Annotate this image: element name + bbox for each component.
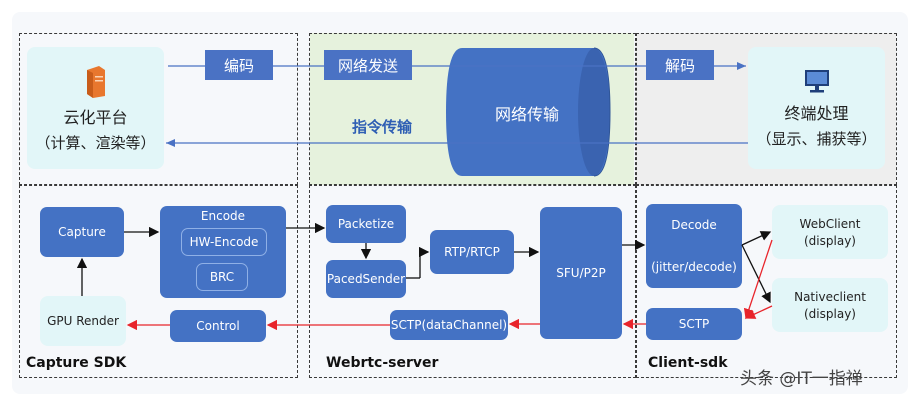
brc-box: BRC bbox=[196, 263, 248, 291]
rtp-rtcp-box: RTP/RTCP bbox=[430, 230, 514, 274]
network-region bbox=[309, 33, 636, 185]
nativeclient-sub: (display) bbox=[804, 306, 856, 321]
hw-encode-box: HW-Encode bbox=[181, 228, 267, 256]
capture-box: Capture bbox=[40, 207, 124, 257]
network-send-tag: 网络发送 bbox=[324, 50, 412, 80]
terminal-region bbox=[636, 33, 897, 185]
decode-label: Decode bbox=[671, 218, 717, 232]
nativeclient-label: Nativeclient bbox=[794, 289, 866, 304]
webclient-label: WebClient bbox=[799, 216, 861, 231]
monitor-icon bbox=[804, 69, 829, 92]
cloud-platform-label: 云化平台 bbox=[63, 107, 128, 127]
webclient-sub: (display) bbox=[804, 233, 856, 248]
terminal-box: 终端处理 （显示、捕获等） bbox=[748, 47, 885, 169]
terminal-sub: （显示、捕获等） bbox=[756, 129, 877, 148]
command-transfer-label: 指令传输 bbox=[352, 118, 413, 136]
encode-tag: 编码 bbox=[205, 50, 273, 80]
decode-tag: 解码 bbox=[646, 50, 714, 80]
sctp-box: SCTP bbox=[646, 308, 742, 340]
gpu-render-box: GPU Render bbox=[40, 296, 126, 346]
control-box: Control bbox=[170, 310, 266, 342]
webrtc-server-title: Webrtc-server bbox=[326, 355, 439, 371]
decode-box: Decode (jitter/decode) bbox=[646, 204, 742, 288]
encode-label: Encode bbox=[200, 209, 246, 223]
network-transfer-label: 网络传输 bbox=[494, 105, 559, 124]
packetize-box: Packetize bbox=[326, 205, 406, 243]
webrtc-server-region bbox=[309, 185, 636, 378]
capture-sdk-region bbox=[19, 185, 298, 378]
paced-sender-box: PacedSender bbox=[326, 260, 406, 298]
terminal-label: 终端处理 bbox=[784, 103, 849, 123]
cloud-platform-box: 云化平台 （计算、渲染等） bbox=[27, 47, 164, 169]
jitter-decode-label: (jitter/decode) bbox=[651, 260, 737, 274]
client-sdk-title: Client-sdk bbox=[648, 355, 728, 371]
sfu-p2p-box: SFU/P2P bbox=[540, 207, 622, 339]
server-icon bbox=[86, 65, 105, 98]
webclient-box: WebClient (display) bbox=[772, 205, 888, 259]
sctp-datachannel-box: SCTP(dataChannel) bbox=[390, 310, 508, 340]
nativeclient-box: Nativeclient (display) bbox=[772, 278, 888, 332]
client-sdk-region bbox=[636, 185, 897, 378]
cloud-region bbox=[19, 33, 298, 185]
capture-sdk-title: Capture SDK bbox=[26, 355, 127, 371]
watermark: 头条 @IT一指禅 bbox=[740, 369, 863, 389]
cloud-platform-sub: （计算、渲染等） bbox=[35, 133, 156, 152]
